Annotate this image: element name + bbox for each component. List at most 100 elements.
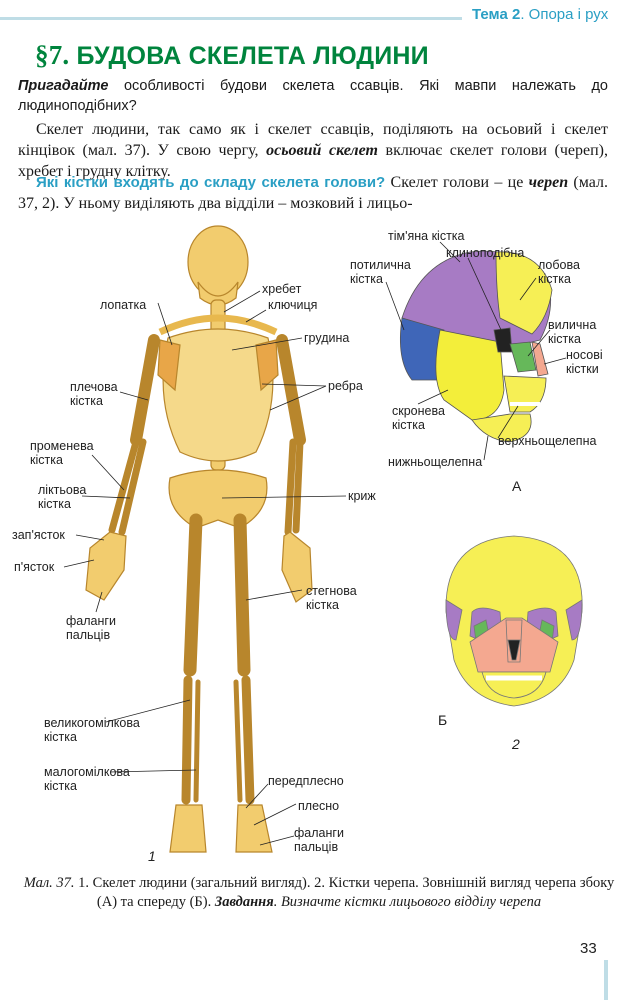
section-number: §7.: [35, 40, 70, 70]
figure-number-2: 2: [512, 736, 520, 752]
label-metacarpus: п'ясток: [14, 560, 55, 574]
paragraph-2-text-end: (мал. 37, 2). У ньому виділяють два відд…: [18, 174, 609, 212]
skeleton-scapula-right: [255, 339, 279, 392]
label-spine: хребет: [262, 282, 302, 296]
skeleton-radius-right: [292, 438, 304, 534]
label-occipital-2: кістка: [350, 272, 383, 286]
skull-mandible-side: [471, 413, 532, 443]
label-tibia-2: кістка: [44, 730, 77, 744]
skeleton-tibia-right: [241, 675, 255, 805]
topic-name: . Опора і рух: [520, 6, 609, 23]
skeleton-foot-left: [169, 804, 207, 853]
skeleton-hand-right: [281, 531, 313, 603]
label-temporal-1: скронева: [392, 404, 445, 418]
section-title: §7. БУДОВА СКЕЛЕТА ЛЮДИНИ: [35, 40, 429, 71]
label-hand-phalanges-1: фаланги: [66, 614, 116, 628]
term-skull: череп: [528, 174, 569, 191]
label-parietal: тім'яна кістка: [388, 229, 465, 243]
label-foot-phalanges-1: фаланги: [294, 826, 344, 840]
label-zygomatic-1: вилична: [548, 318, 597, 332]
skeleton-humerus-left: [130, 334, 160, 446]
skeleton-femur-left: [183, 513, 203, 677]
topic-label: Тема 2: [472, 6, 521, 23]
figure-letter-b: Б: [438, 712, 448, 728]
header-rule: [0, 17, 462, 20]
skeleton-femur-right: [233, 513, 251, 677]
label-metatarsus: плесно: [298, 799, 340, 813]
skeleton-foot-right: [235, 804, 273, 853]
skeleton-ulna-left: [118, 438, 147, 536]
label-ulna-2: кістка: [38, 497, 71, 511]
label-occipital-1: потилична: [350, 258, 411, 272]
label-mandible: нижньощелепна: [388, 455, 483, 469]
skull-front-parietal-right: [565, 599, 583, 641]
label-ulna-1: ліктьова: [38, 483, 87, 497]
label-nasal-2: кістки: [566, 362, 599, 376]
label-tibia-1: великогомілкова: [44, 716, 140, 730]
skeleton-ulna-right: [284, 438, 297, 536]
skeleton-hand-left: [85, 531, 127, 601]
term-axial-skeleton: осьовий скелет: [266, 142, 378, 159]
skeleton-humerus-right: [276, 334, 306, 446]
label-maxilla: верхньощелепна: [498, 434, 597, 448]
intro-text: особливості будови скелета ссавців. Які …: [18, 78, 608, 114]
label-frontal-1: лобова: [538, 258, 580, 272]
skeleton-fibula-left: [193, 679, 201, 803]
label-scapula: лопатка: [100, 298, 147, 312]
label-radius-1: променева: [30, 439, 94, 453]
intro-bold: Пригадайте: [18, 78, 109, 94]
skull-front-parietal-left: [445, 599, 463, 641]
skeleton-ribcage: [162, 328, 274, 462]
label-hand-phalanges-2: пальців: [66, 628, 111, 642]
label-carpus: зап'ясток: [12, 528, 65, 542]
label-ribs: ребра: [328, 379, 363, 393]
label-femur-1: стегнова: [306, 584, 357, 598]
figure-number-1: 1: [148, 848, 156, 864]
label-nasal-1: носові: [566, 348, 603, 362]
skull-zygomatic-bone: [509, 341, 537, 373]
skeleton-tibia-left: [181, 675, 193, 805]
label-fibula-1: малогомілкова: [44, 765, 130, 779]
label-sacrum: криж: [348, 489, 376, 503]
paragraph-2: Які кістки входять до складу скелета гол…: [18, 172, 608, 214]
skull-nasal-bone: [531, 341, 549, 377]
question-skull: Які кістки входять до складу скелета гол…: [36, 174, 386, 191]
label-sphenoid: клиноподібна: [446, 246, 525, 260]
label-clavicle: ключиця: [268, 298, 318, 312]
skull-occipital-bone: [400, 317, 445, 381]
skull-front-nasal-cavity: [507, 639, 521, 661]
caption-text-2: . Визначте кістки лицьового відділу чере…: [273, 894, 542, 910]
paragraph-1-text: Скелет людини, так само як і скелет ссав…: [18, 121, 608, 159]
label-femur-2: кістка: [306, 598, 339, 612]
intro-paragraph: Пригадайте особливості будови скелета сс…: [18, 76, 608, 116]
label-zygomatic-2: кістка: [548, 332, 581, 346]
page-side-rule: [604, 960, 608, 1000]
skull-frontal-bone: [495, 251, 553, 335]
label-humerus-1: плечова: [70, 380, 118, 394]
label-fibula-2: кістка: [44, 779, 77, 793]
caption-lead: Мал. 37.: [23, 875, 75, 891]
skeleton-jaw: [197, 281, 239, 306]
label-foot-phalanges-2: пальців: [294, 840, 339, 854]
topic-header: Тема 2. Опора і рух: [472, 6, 608, 23]
skeleton-scapula-left: [157, 339, 181, 392]
label-radius-2: кістка: [30, 453, 63, 467]
label-humerus-2: кістка: [70, 394, 103, 408]
paragraph-1: Скелет людини, так само як і скелет ссав…: [18, 119, 608, 182]
skeleton-radius-left: [108, 438, 140, 534]
skeleton-clavicle-left: [158, 314, 219, 336]
label-frontal-2: кістка: [538, 272, 571, 286]
caption-text-1: 1. Скелет людини (загальний вигляд). 2. …: [74, 875, 615, 910]
